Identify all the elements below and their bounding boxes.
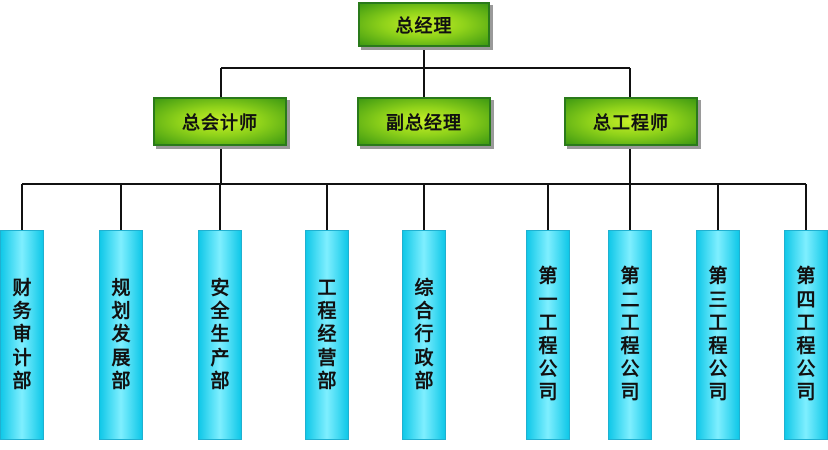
node-deputy-general-manager: 副总经理 xyxy=(357,97,491,146)
dept-box: 规划发展部 xyxy=(99,230,143,440)
node-label: 副总经理 xyxy=(386,112,462,134)
dept-label: 综合行政部 xyxy=(414,277,434,392)
dept-label: 第四工程公司 xyxy=(796,265,816,404)
dept-box: 第二工程公司 xyxy=(608,230,652,440)
dept-label: 财务审计部 xyxy=(12,277,32,392)
dept-label: 第三工程公司 xyxy=(708,265,728,404)
node-general-manager: 总经理 xyxy=(358,2,490,47)
node-label: 总经理 xyxy=(395,15,453,37)
dept-label: 工程经营部 xyxy=(317,277,337,392)
node-label: 总工程师 xyxy=(593,112,669,134)
node-chief-accountant: 总会计师 xyxy=(153,97,287,146)
node-chief-engineer: 总工程师 xyxy=(564,97,698,146)
dept-label: 第一工程公司 xyxy=(538,265,558,404)
dept-box: 财务审计部 xyxy=(0,230,44,440)
dept-label: 第二工程公司 xyxy=(620,265,640,404)
dept-label: 安全生产部 xyxy=(210,277,230,392)
dept-label: 规划发展部 xyxy=(111,277,131,392)
dept-box: 第四工程公司 xyxy=(784,230,828,440)
node-label: 总会计师 xyxy=(182,112,258,134)
dept-box: 工程经营部 xyxy=(305,230,349,440)
dept-box: 第三工程公司 xyxy=(696,230,740,440)
dept-box: 安全生产部 xyxy=(198,230,242,440)
dept-box: 第一工程公司 xyxy=(526,230,570,440)
dept-box: 综合行政部 xyxy=(402,230,446,440)
